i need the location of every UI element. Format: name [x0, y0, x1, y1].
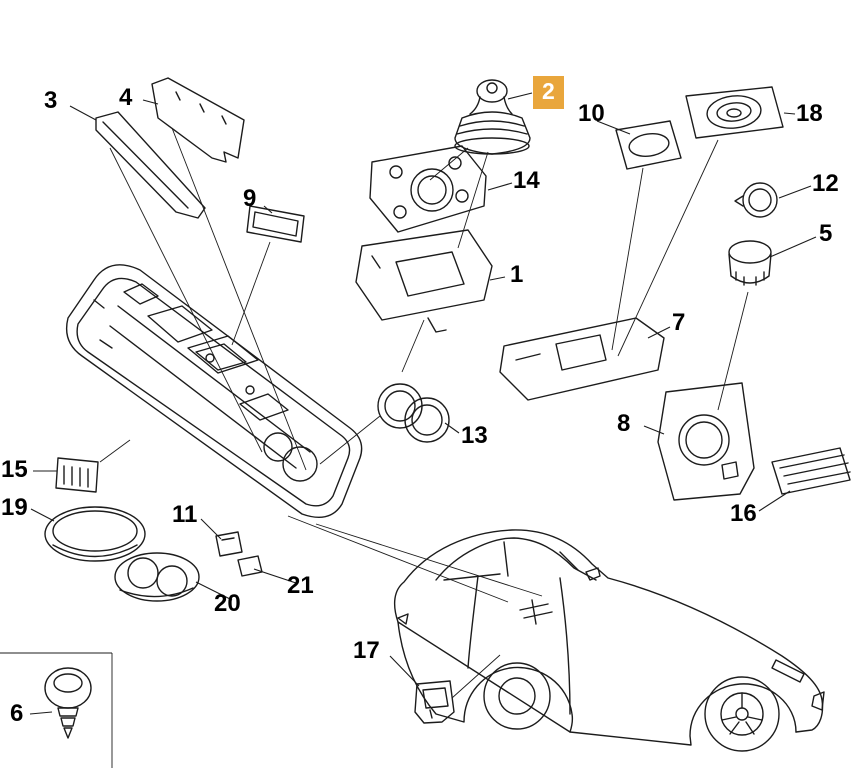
part-20-drawing [114, 552, 200, 602]
part-callout-18[interactable]: 18 [796, 100, 823, 127]
inset-box-border [0, 652, 113, 768]
part-5-drawing [728, 240, 772, 286]
part-callout-6[interactable]: 6 [10, 700, 24, 727]
part-13-drawing [377, 383, 450, 443]
part-2-drawing [454, 79, 531, 155]
part-9-drawing [246, 205, 305, 243]
part-callout-4[interactable]: 4 [119, 84, 133, 111]
part-12-drawing [734, 182, 778, 218]
part-16-drawing [771, 447, 851, 495]
part-17-drawing [414, 680, 455, 724]
part-callout-3[interactable]: 3 [44, 87, 58, 114]
console-body-drawing [65, 264, 363, 518]
part-callout-17[interactable]: 17 [353, 637, 380, 664]
part-10-drawing [615, 120, 682, 170]
part-6-drawing [44, 667, 92, 739]
part-callout-15[interactable]: 15 [1, 456, 28, 483]
part-15-drawing [55, 457, 99, 493]
part-callout-16[interactable]: 16 [730, 500, 757, 527]
part-4-drawing [151, 77, 245, 163]
part-7-drawing [499, 317, 665, 401]
part-callout-13[interactable]: 13 [461, 422, 488, 449]
part-callout-5[interactable]: 5 [819, 220, 833, 247]
part-18-drawing [685, 86, 784, 139]
part-callout-14[interactable]: 14 [513, 167, 540, 194]
part-19-drawing [44, 506, 146, 562]
part-callout-12[interactable]: 12 [812, 170, 839, 197]
assembly-lines [99, 127, 749, 699]
part-3-drawing [95, 111, 206, 219]
part-callout-11[interactable]: 11 [172, 501, 198, 528]
part-callout-7[interactable]: 7 [672, 309, 686, 336]
car-drawing [393, 529, 825, 752]
part-callout-10[interactable]: 10 [578, 100, 605, 127]
part-11-drawing [215, 531, 243, 557]
part-callout-8[interactable]: 8 [617, 410, 631, 437]
part-callout-1[interactable]: 1 [510, 261, 524, 288]
part-callout-19[interactable]: 19 [1, 494, 28, 521]
part-8-drawing [657, 382, 755, 501]
callout-leaders [29, 92, 817, 715]
part-callout-20[interactable]: 20 [214, 590, 241, 617]
part-1-drawing [355, 229, 493, 333]
part-callout-21[interactable]: 21 [287, 572, 314, 599]
part-21-drawing [237, 555, 263, 577]
part-callout-2-selected[interactable]: 2 [533, 76, 564, 109]
part-callout-9[interactable]: 9 [243, 185, 257, 212]
part-14-drawing [369, 145, 487, 233]
